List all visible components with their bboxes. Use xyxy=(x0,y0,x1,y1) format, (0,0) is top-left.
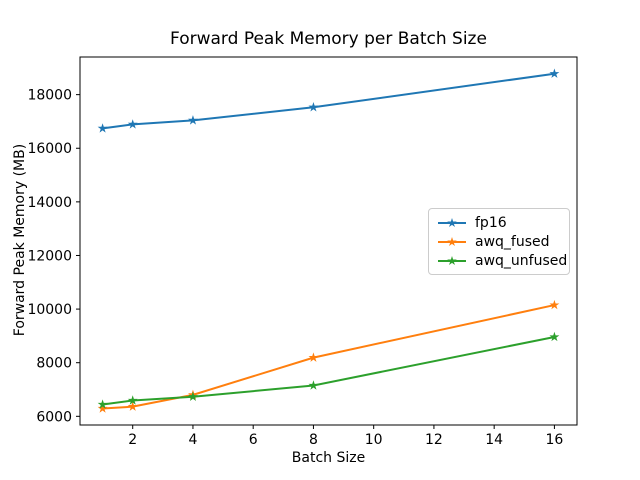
legend-item-fp16: fp16 xyxy=(438,216,560,230)
legend-label-fp16: fp16 xyxy=(475,214,507,231)
series-marker-awq_fused xyxy=(127,401,138,411)
legend: fp16 awq_fused awq_unfused xyxy=(428,208,570,275)
series-marker-fp16 xyxy=(97,123,108,133)
legend-star-icon xyxy=(447,236,457,246)
series-marker-awq_unfused xyxy=(188,391,198,401)
y-axis-tick-label: 8000 xyxy=(36,356,72,372)
series-line-fp16 xyxy=(101,72,556,130)
series-marker-awq_fused xyxy=(97,403,108,413)
series-line-awq_unfused xyxy=(101,335,556,406)
series-marker-fp16 xyxy=(308,102,319,112)
chart-title: Forward Peak Memory per Batch Size xyxy=(170,29,487,49)
series-marker-fp16 xyxy=(549,68,560,78)
legend-item-awq_unfused: awq_unfused xyxy=(438,254,567,268)
x-axis-tick-label: 6 xyxy=(249,432,258,448)
x-axis-tick-label: 16 xyxy=(545,432,563,448)
series-marker-awq_unfused xyxy=(308,380,319,390)
y-axis-tick-label: 10000 xyxy=(27,302,72,318)
legend-star-icon xyxy=(447,255,457,265)
series-marker-awq_fused xyxy=(308,352,319,362)
series-marker-awq_unfused xyxy=(97,399,108,409)
legend-line-sample-awq_fused xyxy=(438,236,466,246)
x-axis-tick-label: 12 xyxy=(425,432,443,448)
x-axis-tick-label: 8 xyxy=(309,432,318,448)
legend-line-sample-awq_unfused xyxy=(438,255,466,265)
series-marker-awq_unfused xyxy=(549,331,560,342)
x-axis-tick-label: 4 xyxy=(188,432,197,448)
legend-label-awq_unfused: awq_unfused xyxy=(475,252,568,269)
x-axis-label: Batch Size xyxy=(291,450,366,466)
series-marker-awq_fused xyxy=(549,299,560,310)
y-axis-tick-label: 6000 xyxy=(36,409,72,425)
y-axis-tick-label: 14000 xyxy=(27,195,72,211)
x-axis-tick-label: 2 xyxy=(128,432,137,448)
legend-line-sample-fp16 xyxy=(438,217,466,227)
series-line-awq_fused xyxy=(101,304,556,410)
y-axis-tick-label: 12000 xyxy=(27,248,72,264)
legend-label-awq_fused: awq_fused xyxy=(475,233,550,250)
y-axis-tick-label: 16000 xyxy=(27,141,72,157)
x-axis-tick-label: 14 xyxy=(485,432,503,448)
y-axis-tick-label: 18000 xyxy=(27,88,72,104)
series-marker-awq_unfused xyxy=(127,395,138,405)
series-marker-fp16 xyxy=(127,119,138,129)
legend-item-awq_fused: awq_fused xyxy=(438,235,560,249)
legend-star-icon xyxy=(447,217,457,227)
axes-spines xyxy=(79,56,578,426)
y-axis-label: Forward Peak Memory (MB) xyxy=(12,143,28,337)
series-marker-fp16 xyxy=(188,115,198,125)
x-axis-tick-label: 10 xyxy=(365,432,383,448)
